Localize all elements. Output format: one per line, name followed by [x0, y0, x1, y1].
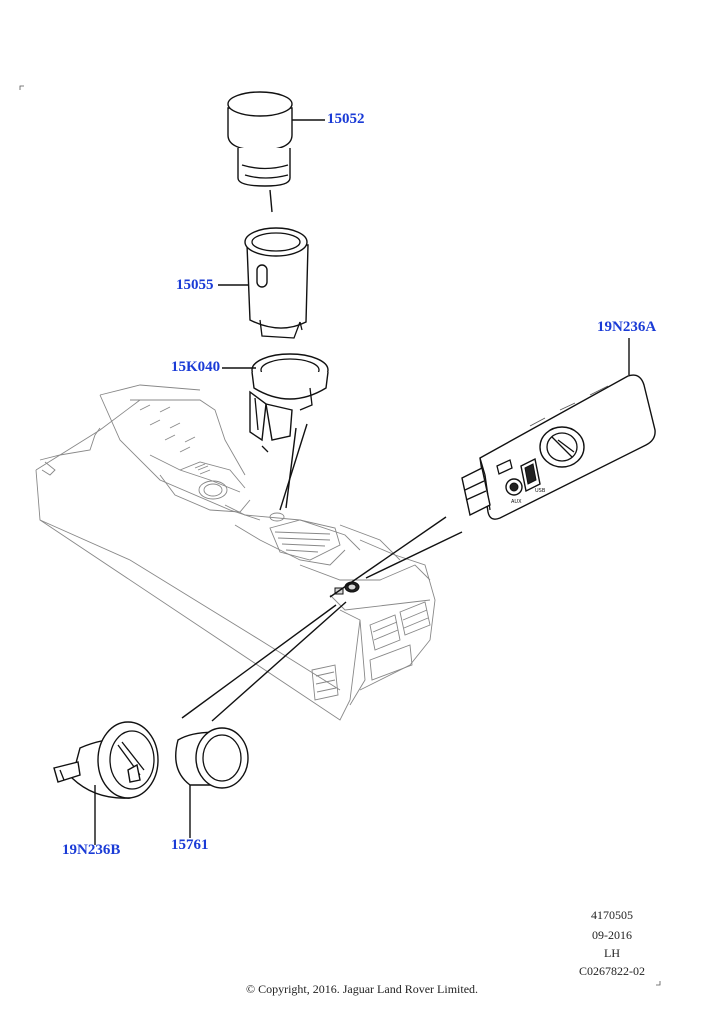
part-15K040-bezel[interactable] [249, 353, 329, 511]
part-15052-lighter[interactable] [227, 91, 293, 213]
label-15761[interactable]: 15761 [171, 837, 209, 853]
usb-marking: USB [535, 488, 546, 494]
diagram-date: 09-2016 [592, 928, 632, 942]
label-19N236B[interactable]: 19N236B [62, 842, 121, 858]
copyright-notice: © Copyright, 2016. Jaguar Land Rover Lim… [245, 982, 479, 996]
ref-number: 4170505 [591, 908, 633, 922]
part-15055-sleeve[interactable] [244, 227, 309, 339]
label-15K040[interactable]: 15K040 [171, 359, 221, 375]
label-15052[interactable]: 15052 [327, 111, 365, 127]
part-19N236A-aux-panel[interactable]: AUX USB [329, 338, 656, 598]
corner-mark [19, 85, 24, 90]
leader-to-cap [211, 601, 347, 722]
leader-to-socket [181, 604, 337, 719]
label-15055[interactable]: 15055 [176, 277, 214, 293]
center-console [35, 384, 436, 721]
part-15761-cap[interactable] [175, 727, 249, 838]
side-indicator: LH [604, 946, 620, 960]
catalogue-code: C0267822-02 [579, 964, 645, 978]
part-19N236B-socket[interactable] [53, 721, 159, 845]
corner-mark-bottom [656, 981, 661, 986]
label-19N236A[interactable]: 19N236A [597, 319, 657, 335]
aux-marking: AUX [511, 499, 522, 505]
